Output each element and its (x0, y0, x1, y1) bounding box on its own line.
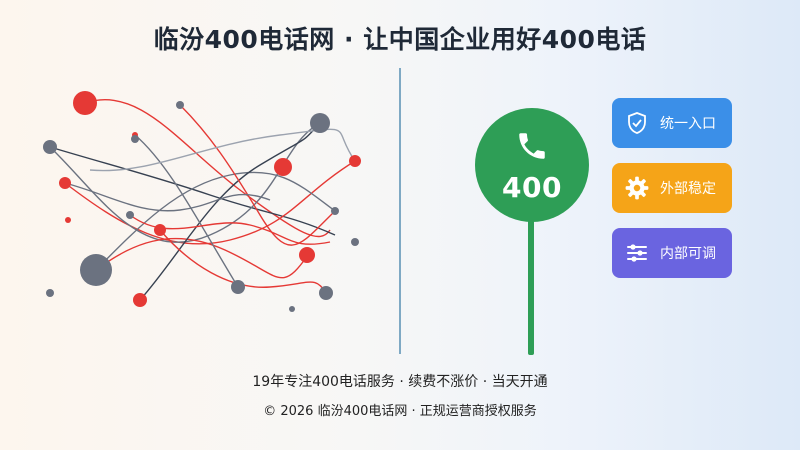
network-illustration (43, 91, 361, 312)
phone-icon (515, 127, 549, 167)
network-node (46, 289, 54, 297)
network-line (139, 122, 321, 301)
vertical-divider (399, 68, 401, 354)
card-unified-entry[interactable]: 统一入口 (612, 98, 732, 148)
shield-check-icon (624, 110, 650, 136)
network-line (64, 182, 271, 212)
network-line (95, 237, 309, 279)
card-external-stable[interactable]: 外部稳定 (612, 163, 732, 213)
network-line (179, 104, 336, 246)
badge-stem (528, 215, 534, 355)
network-line (64, 160, 356, 245)
network-node (289, 306, 295, 312)
network-node (319, 286, 333, 300)
network-line (95, 171, 336, 271)
network-node (349, 155, 361, 167)
footer-copyright: © 2026 临汾400电话网 · 正规运营商授权服务 (263, 404, 537, 419)
network-line (89, 128, 356, 172)
network-node (176, 101, 184, 109)
page-title: 临汾400电话网 · 让中国企业用好400电话 (153, 25, 647, 54)
network-line (49, 122, 321, 243)
network-line (49, 146, 336, 236)
network-node (274, 158, 292, 176)
network-node (80, 254, 112, 286)
badge-number: 400 (502, 170, 562, 204)
network-node (133, 293, 147, 307)
card-label: 内部可调 (660, 246, 716, 262)
footer-tagline: 19年专注400电话服务 · 续费不涨价 · 当天开通 (252, 374, 548, 390)
card-internal-adjustable[interactable]: 内部可调 (612, 228, 732, 278)
phone-400-badge: 400 (475, 108, 589, 222)
network-line (159, 229, 327, 294)
network-node (131, 135, 139, 143)
network-node (154, 224, 166, 236)
gear-icon (624, 175, 650, 201)
network-line (134, 134, 239, 288)
network-node (310, 113, 330, 133)
network-node (331, 207, 339, 215)
card-label: 统一入口 (660, 116, 716, 132)
network-node (126, 211, 134, 219)
network-node (65, 217, 71, 223)
network-node (351, 238, 359, 246)
network-node (231, 280, 245, 294)
network-node (299, 247, 315, 263)
network-node (73, 91, 97, 115)
network-line (84, 99, 331, 238)
sliders-icon (624, 240, 650, 266)
network-node (59, 177, 71, 189)
network-node (43, 140, 57, 154)
card-label: 外部稳定 (660, 181, 716, 197)
